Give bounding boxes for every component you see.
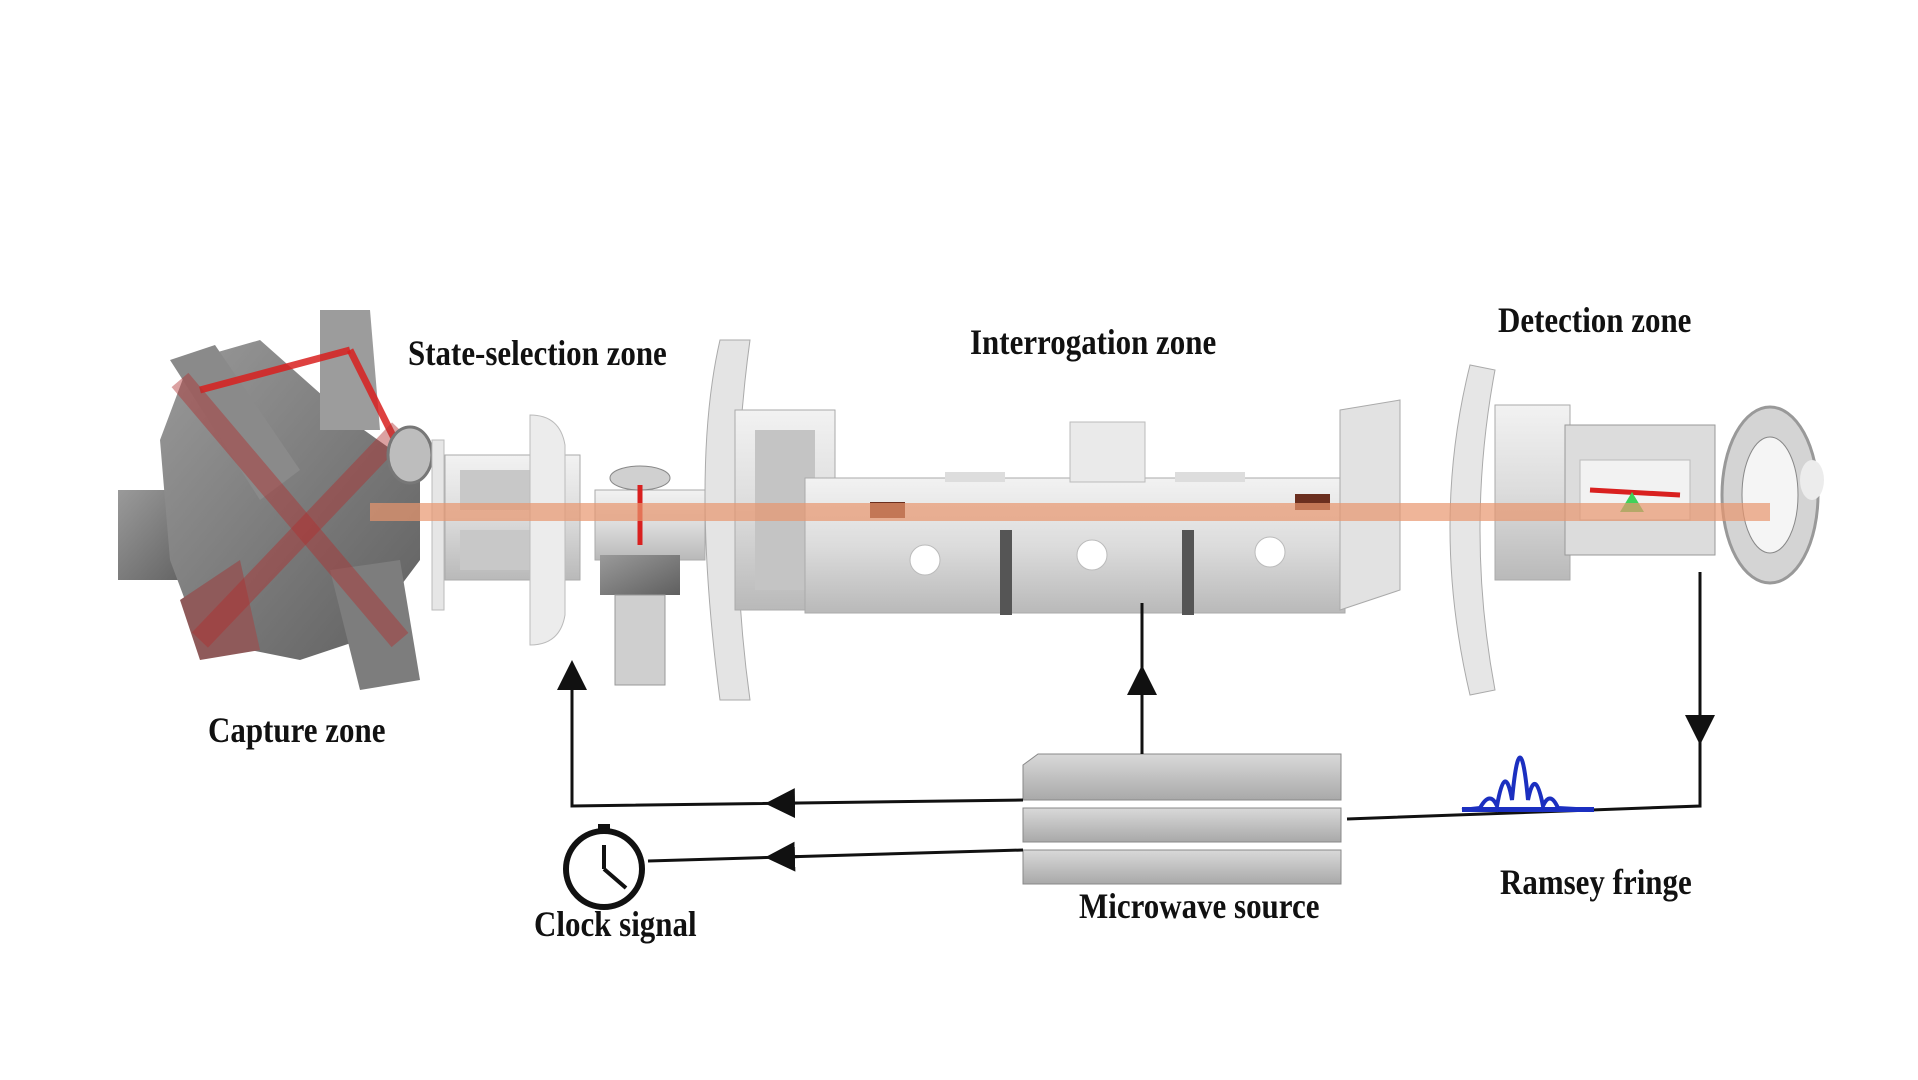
capture-zone-label: Capture zone <box>208 710 386 750</box>
microwave-source-label: Microwave source <box>1079 886 1320 926</box>
detection-zone-label: Detection zone <box>1498 300 1692 340</box>
clock-icon <box>563 824 645 910</box>
ramsey-fringe-base <box>1462 807 1594 812</box>
atomic-beam <box>370 503 1770 521</box>
detection-zone-hardware <box>1449 364 1824 696</box>
clock-signal-label: Clock signal <box>534 904 697 944</box>
capture-zone-chamber <box>118 310 434 690</box>
ramsey-fringe-label: Ramsey fringe <box>1500 862 1692 902</box>
ramsey-fringe-curve <box>1461 755 1595 813</box>
microwave-source-box <box>1022 753 1342 885</box>
signal-flow-lines <box>557 572 1715 872</box>
interrogation-zone-label: Interrogation zone <box>970 322 1217 362</box>
arrow-icon <box>557 660 1024 808</box>
state-selection-zone-label: State-selection zone <box>408 333 667 373</box>
